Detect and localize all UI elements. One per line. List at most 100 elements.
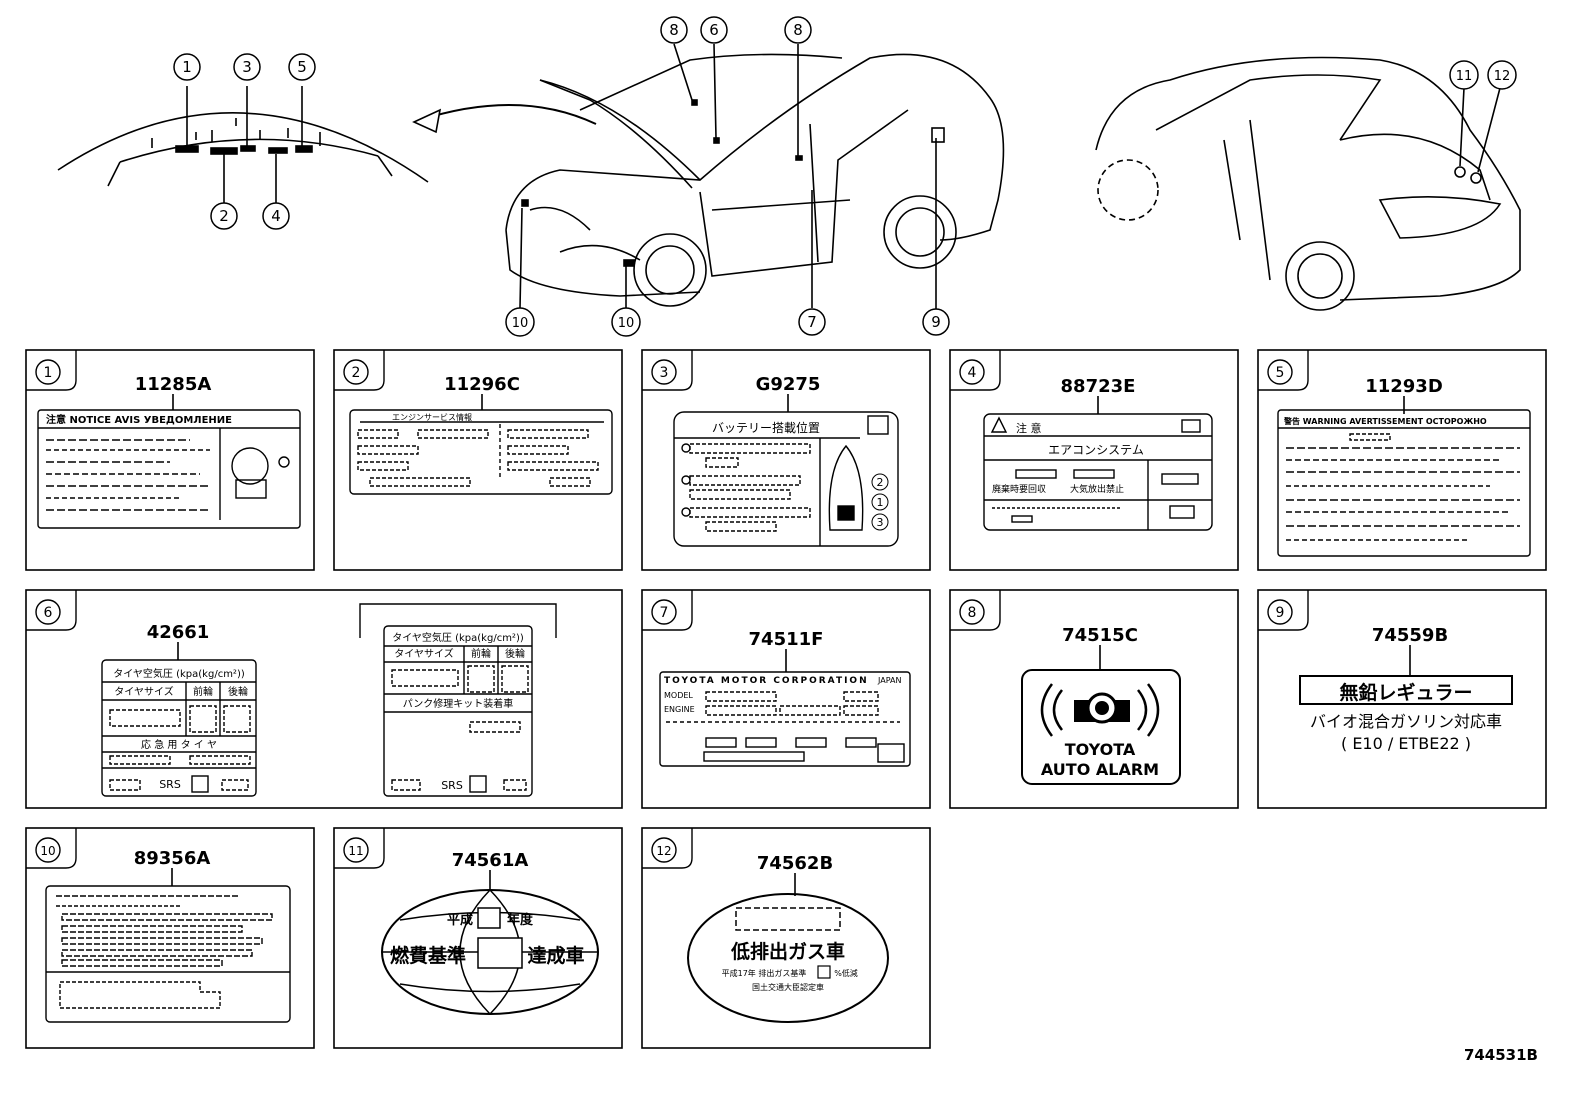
svg-text:11: 11 — [1456, 69, 1473, 84]
svg-text:タイヤサイズ: タイヤサイズ — [394, 647, 453, 660]
svg-text:1: 1 — [877, 496, 884, 509]
label-9 — [1299, 675, 1513, 705]
callout-12: 12 — [1487, 60, 1517, 90]
svg-text:MODEL: MODEL — [664, 691, 693, 700]
label-6b-text: タイヤ空気圧 (kpa(kg/cm²)) タイヤサイズ 前輪 後輪 パンク修理キ… — [392, 631, 525, 792]
callout-7: 7 — [798, 308, 826, 336]
label-11-top: 平成 — [447, 912, 473, 928]
label-6b — [359, 603, 557, 797]
part-number-1: 11285A — [135, 374, 212, 395]
label-10 — [45, 885, 291, 1023]
callout-4: 4 — [262, 202, 290, 230]
svg-text:前輪: 前輪 — [193, 685, 213, 698]
label-11-top2: 年度 — [507, 912, 534, 928]
svg-text:2: 2 — [219, 207, 229, 225]
svg-text:応 急 用 タ イ ヤ: 応 急 用 タ イ ヤ — [141, 738, 217, 751]
panel-1-tab: 1 — [26, 350, 77, 391]
label-12-sub1b: %低減 — [834, 968, 858, 978]
svg-text:1: 1 — [182, 58, 192, 76]
panel-6-tab: 6 — [26, 590, 77, 631]
svg-text:3: 3 — [877, 516, 884, 529]
part-number-12: 74562B — [757, 853, 833, 874]
panel-11-tab: 11 — [334, 828, 385, 869]
svg-text:8: 8 — [669, 21, 679, 39]
label-12 — [687, 893, 889, 1023]
part-number-10: 89356A — [134, 848, 211, 869]
svg-text:9: 9 — [1276, 605, 1285, 621]
svg-text:タイヤ空気圧 (kpa(kg/cm²)): タイヤ空気圧 (kpa(kg/cm²)) — [113, 667, 245, 680]
label-3-markers: 2 1 3 — [871, 473, 889, 531]
callout-9: 9 — [922, 308, 950, 336]
panel-3-tab: 3 — [642, 350, 693, 391]
callout-3: 3 — [233, 53, 261, 81]
svg-text:11: 11 — [348, 844, 363, 858]
label-6a — [101, 659, 257, 797]
label-5 — [1277, 409, 1531, 557]
svg-text:TOYOTA MOTOR CORPORATION: TOYOTA MOTOR CORPORATION — [664, 676, 869, 686]
part-numbers: 11285A 11296C G9275 88723E 11293D 42661 … — [134, 374, 1448, 874]
diagram-id: 744531B — [1464, 1046, 1538, 1064]
panel-7-tab: 7 — [642, 590, 693, 631]
label-3 — [673, 411, 899, 547]
label-9-line1: 無鉛レギュラー — [1339, 681, 1472, 704]
svg-text:パンク修理キット装着車: パンク修理キット装着車 — [403, 697, 514, 710]
panel-tabs: 1 2 3 4 5 6 7 8 9 10 11 12 — [26, 350, 1309, 869]
label-7-text: TOYOTA MOTOR CORPORATION JAPAN MODEL ENG… — [664, 676, 901, 714]
svg-text:7: 7 — [807, 313, 817, 331]
label-11 — [381, 889, 599, 1016]
callout-8b: 8 — [784, 16, 812, 44]
svg-text:2: 2 — [877, 476, 884, 489]
callout-5: 5 — [288, 53, 316, 81]
svg-text:10: 10 — [618, 316, 635, 331]
svg-text:12: 12 — [656, 844, 671, 858]
part-number-6: 42661 — [147, 622, 210, 643]
panel-9-tab: 9 — [1258, 590, 1309, 631]
label-4-header: 注 意 — [1016, 421, 1042, 435]
panel-4-tab: 4 — [950, 350, 1001, 391]
svg-text:12: 12 — [1494, 69, 1511, 84]
part-number-11: 74561A — [452, 850, 529, 871]
part-number-2: 11296C — [444, 374, 520, 395]
front-car-sketch — [505, 43, 1005, 310]
part-number-5: 11293D — [1365, 376, 1443, 397]
svg-text:1: 1 — [44, 365, 53, 381]
svg-text:タイヤサイズ: タイヤサイズ — [114, 685, 173, 698]
part-leaders — [171, 394, 1411, 896]
label-7 — [659, 671, 911, 767]
svg-text:6: 6 — [709, 21, 719, 39]
label-3-header: バッテリー搭載位置 — [712, 420, 820, 435]
label-1 — [37, 409, 301, 529]
svg-text:10: 10 — [40, 844, 55, 858]
svg-text:前輪: 前輪 — [471, 647, 491, 660]
label-8 — [1021, 669, 1181, 785]
label-12-sub1: 平成17年 排出ガス基準 — [722, 968, 807, 978]
svg-text:SRS: SRS — [441, 779, 463, 792]
part-number-3: G9275 — [756, 374, 821, 395]
svg-text:8: 8 — [793, 21, 803, 39]
svg-text:SRS: SRS — [159, 778, 181, 791]
svg-text:6: 6 — [44, 605, 53, 621]
label-4 — [983, 413, 1213, 531]
callout-11: 11 — [1449, 60, 1479, 90]
svg-text:2: 2 — [352, 365, 361, 381]
svg-text:3: 3 — [660, 365, 669, 381]
callout-10b: 10 — [611, 307, 641, 337]
rear-car-sketch — [1095, 56, 1521, 311]
label-8-line1: TOYOTA — [1065, 740, 1136, 759]
svg-text:4: 4 — [271, 207, 281, 225]
part-number-8: 74515C — [1062, 625, 1138, 646]
hood-sill-sketch — [57, 86, 597, 204]
svg-text:9: 9 — [931, 313, 941, 331]
svg-text:7: 7 — [660, 605, 669, 621]
label-12-sub2: 国土交通大臣認定車 — [752, 982, 824, 992]
label-12-main: 低排出ガス車 — [730, 940, 845, 963]
svg-text:3: 3 — [242, 58, 252, 76]
callout-6: 6 — [700, 16, 728, 44]
svg-text:5: 5 — [1276, 365, 1285, 381]
svg-text:タイヤ空気圧 (kpa(kg/cm²)): タイヤ空気圧 (kpa(kg/cm²)) — [392, 631, 524, 644]
callout-8a: 8 — [660, 16, 688, 44]
label-2-header: エンジンサービス情報 — [392, 412, 472, 422]
svg-text:後輪: 後輪 — [505, 647, 525, 660]
svg-text:4: 4 — [968, 365, 977, 381]
